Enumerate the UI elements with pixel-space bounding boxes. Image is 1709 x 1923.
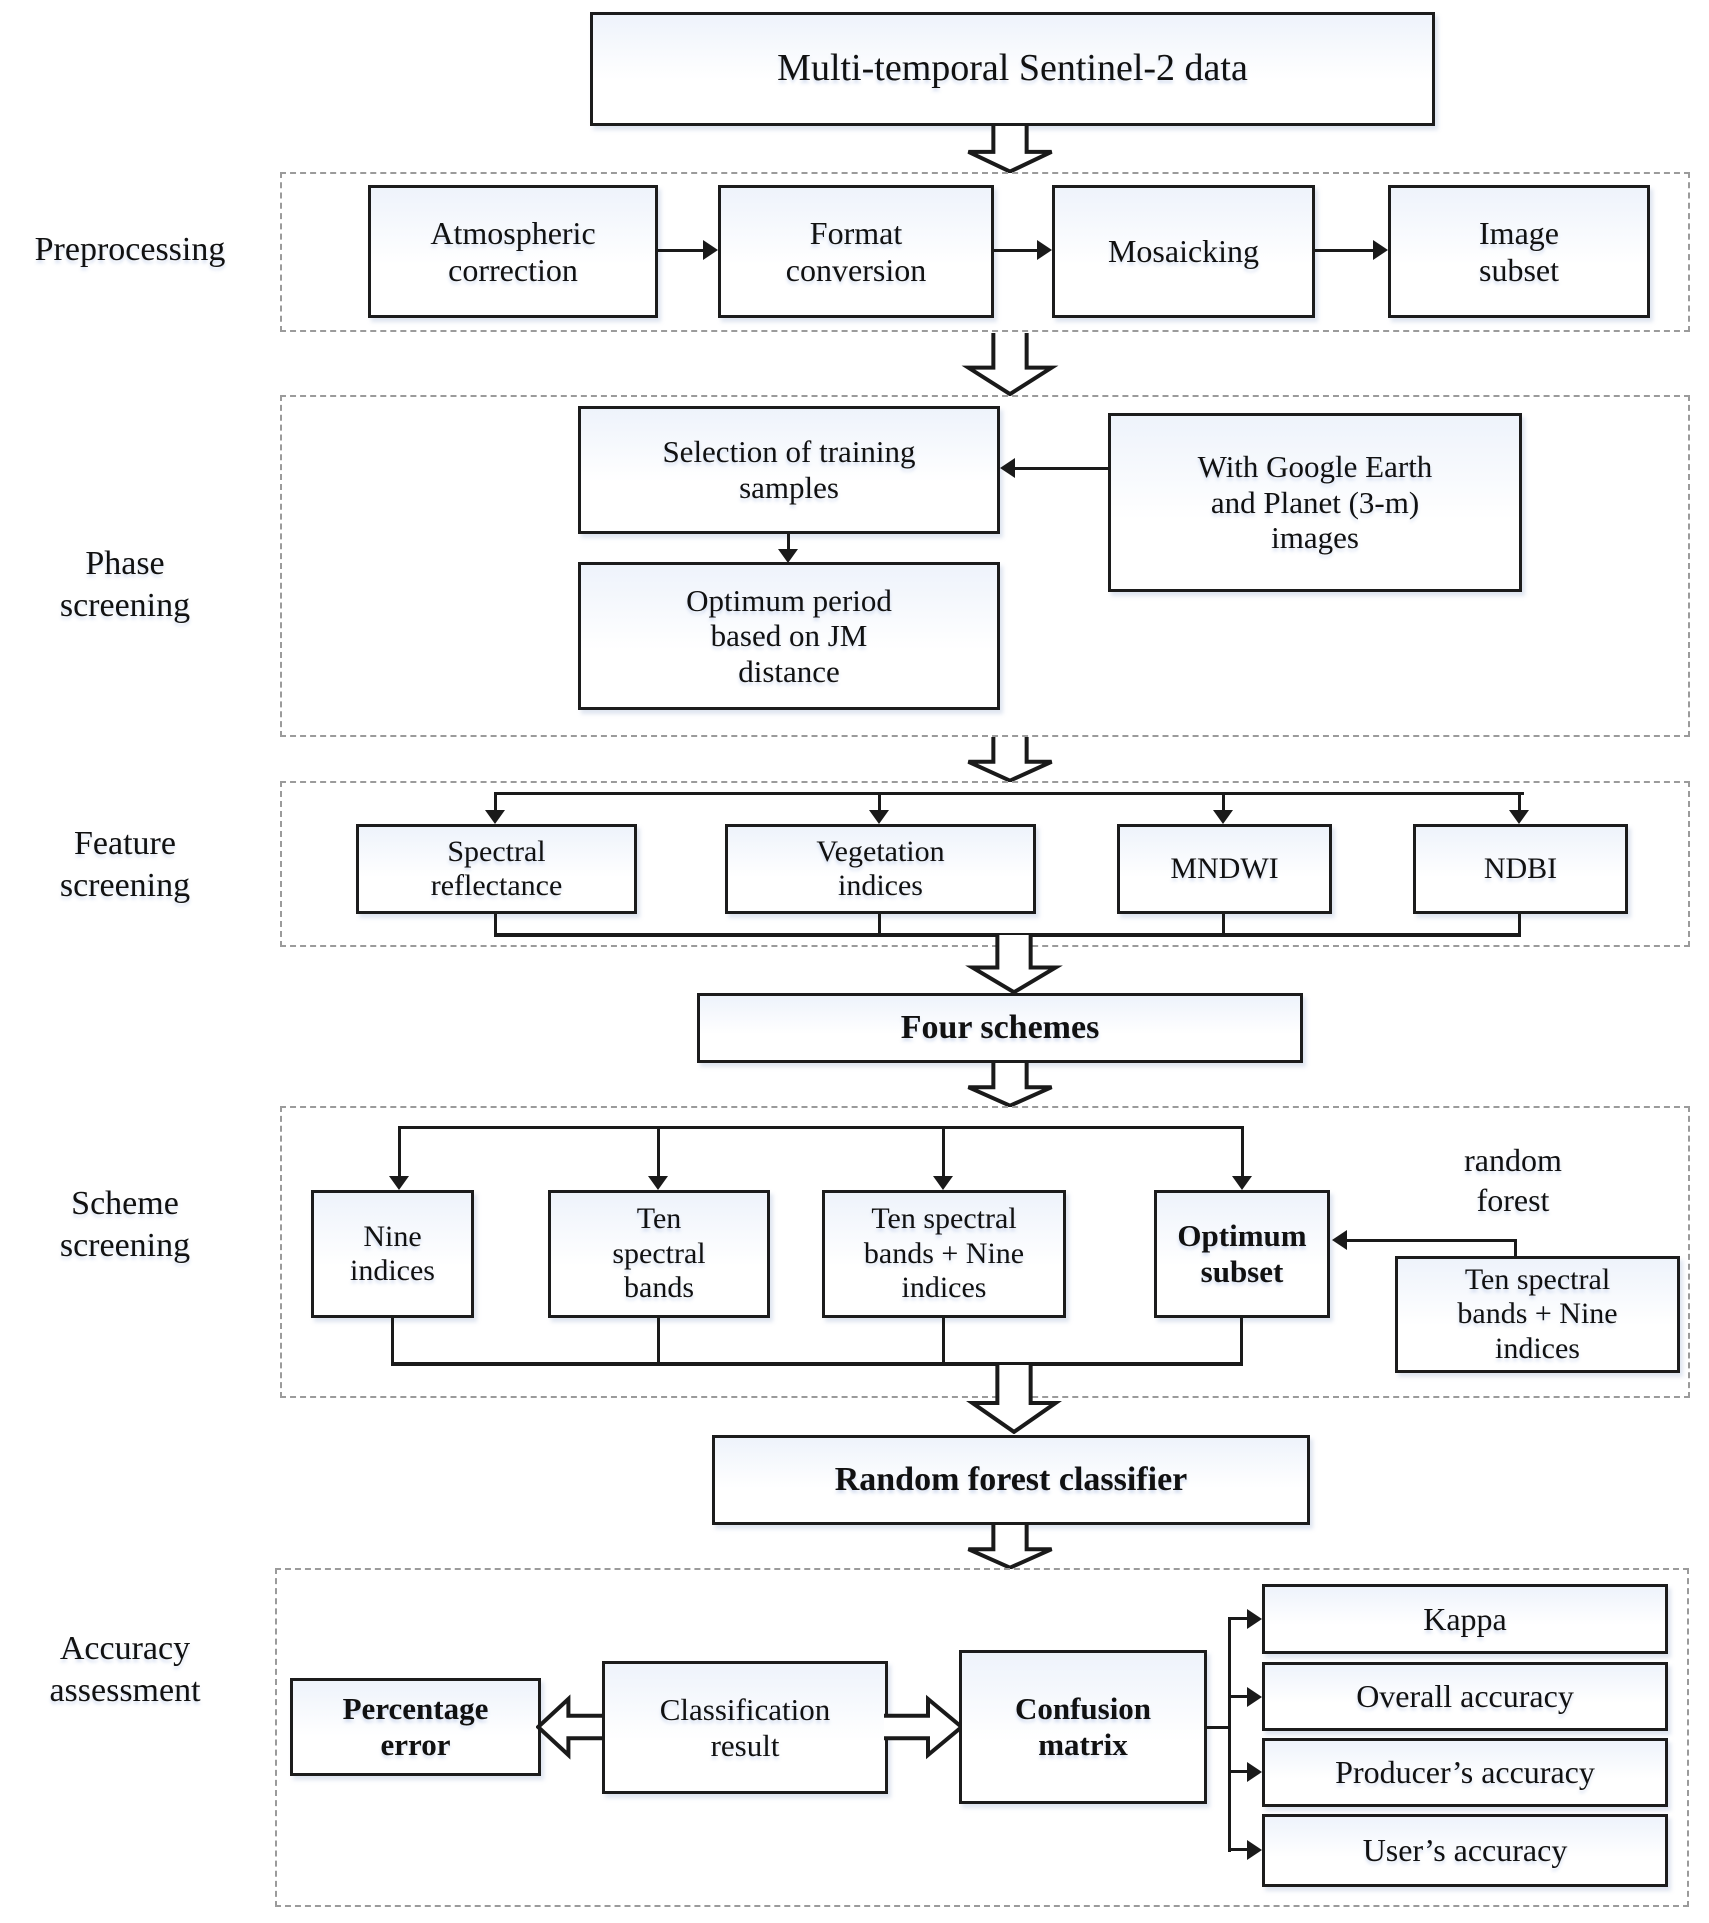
arrow-down-icon	[933, 1176, 953, 1190]
connector-line	[1228, 1770, 1250, 1773]
arrow-right-icon	[1037, 240, 1052, 260]
arrow-down-icon	[389, 1176, 409, 1190]
node-optimum-subset: Optimum subset	[1154, 1190, 1330, 1318]
connector-line	[657, 1126, 660, 1178]
flow-arrow-down-icon	[958, 333, 1062, 396]
flow-arrow-down-icon	[958, 1063, 1062, 1107]
connector-line	[391, 1362, 1243, 1366]
connector-line	[391, 1318, 394, 1366]
hollow-arrow-left-icon	[536, 1692, 608, 1762]
node-label: Multi-temporal Sentinel-2 data	[777, 47, 1248, 90]
connector-line	[398, 1126, 1244, 1129]
connector-line	[1240, 1318, 1243, 1366]
connector-line	[494, 914, 497, 936]
connector-line	[1228, 1848, 1250, 1851]
connector-line	[1228, 1695, 1250, 1698]
node-percentage-error: Percentage error	[290, 1678, 541, 1776]
arrow-right-icon	[1247, 1609, 1262, 1629]
connector-line	[1518, 914, 1521, 936]
arrow-down-icon	[1232, 1176, 1252, 1190]
node-mosaicking: Mosaicking	[1052, 185, 1315, 318]
connector-line	[658, 249, 706, 252]
connector-line	[942, 1126, 945, 1178]
node-vegetation-indices: Vegetation indices	[725, 824, 1036, 914]
random-forest-note: random forest	[1464, 1142, 1562, 1218]
connector-line	[1241, 1126, 1244, 1178]
node-producers-accuracy: Producer’s accuracy	[1262, 1738, 1668, 1807]
arrow-right-icon	[1373, 240, 1388, 260]
flow-arrow-down-icon	[962, 935, 1066, 994]
flow-arrow-down-icon	[962, 1365, 1066, 1434]
node-classification-result: Classification result	[602, 1661, 888, 1794]
connector-line	[1518, 792, 1521, 813]
node-confusion-matrix: Confusion matrix	[959, 1650, 1207, 1804]
node-google-earth-planet: With Google Earth and Planet (3-m) image…	[1108, 413, 1522, 592]
arrow-left-icon	[1000, 458, 1015, 478]
node-ten-spectral-bands: Ten spectral bands	[548, 1190, 770, 1318]
arrow-right-icon	[1247, 1840, 1262, 1860]
arrow-down-icon	[485, 810, 505, 824]
accuracy-assessment-section	[275, 1568, 1689, 1907]
connector-line	[1013, 467, 1108, 470]
connector-line	[878, 792, 881, 813]
section-label-phase-screening: Phase screening	[59, 544, 191, 625]
hollow-arrow-right-icon	[884, 1692, 964, 1762]
connector-line	[878, 914, 881, 936]
arrow-down-icon	[1509, 810, 1529, 824]
node-format-conversion: Format conversion	[718, 185, 994, 318]
flow-arrow-down-icon	[958, 1525, 1062, 1569]
node-spectral-reflectance: Spectral reflectance	[356, 824, 637, 914]
arrow-down-icon	[1213, 810, 1233, 824]
node-selection-training-samples: Selection of training samples	[578, 406, 1000, 534]
node-ten-bands-nine-indices: Ten spectral bands + Nine indices	[822, 1190, 1066, 1318]
node-overall-accuracy: Overall accuracy	[1262, 1662, 1668, 1731]
node-multitemporal-sentinel2: Multi-temporal Sentinel-2 data	[590, 12, 1435, 126]
arrow-down-icon	[869, 810, 889, 824]
node-mndwi: MNDWI	[1117, 824, 1332, 914]
connector-line	[494, 792, 1524, 795]
connector-line	[1315, 249, 1375, 252]
connector-line	[942, 1318, 945, 1366]
node-image-subset: Image subset	[1388, 185, 1650, 318]
node-users-accuracy: User’s accuracy	[1262, 1814, 1668, 1887]
feature-screening-section	[280, 781, 1690, 947]
flow-arrow-down-icon	[958, 737, 1062, 782]
connector-line	[1222, 792, 1225, 813]
arrow-down-icon	[778, 549, 798, 563]
arrow-right-icon	[703, 240, 718, 260]
phase-screening-section	[280, 395, 1690, 737]
section-label-accuracy-assessment: Accuracy assessment	[49, 1629, 201, 1710]
arrow-right-icon	[1247, 1762, 1262, 1782]
connector-line	[494, 792, 497, 813]
node-ndbi: NDBI	[1413, 824, 1628, 914]
connector-line	[1207, 1726, 1231, 1729]
connector-line	[1346, 1239, 1517, 1242]
scheme-screening-section	[280, 1106, 1690, 1398]
connector-line	[1228, 1617, 1231, 1852]
preprocessing-section	[280, 172, 1690, 332]
node-rf-input-ten-bands-nine-indices: Ten spectral bands + Nine indices	[1395, 1256, 1680, 1373]
node-atmospheric-correction: Atmospheric correction	[368, 185, 658, 318]
connector-line	[994, 249, 1040, 252]
connector-line	[1228, 1617, 1250, 1620]
connector-line	[657, 1318, 660, 1366]
section-label-preprocessing: Preprocessing	[34, 230, 226, 268]
flow-arrow-down-icon	[958, 126, 1062, 173]
node-nine-indices: Nine indices	[311, 1190, 474, 1318]
connector-line	[787, 534, 790, 551]
node-optimum-period-jm: Optimum period based on JM distance	[578, 562, 1000, 710]
connector-line	[1514, 1239, 1517, 1256]
section-label-feature-screening: Feature screening	[59, 824, 191, 905]
connector-line	[1222, 914, 1225, 936]
node-four-schemes: Four schemes	[697, 993, 1303, 1063]
section-label-scheme-screening: Scheme screening	[59, 1184, 191, 1265]
node-kappa: Kappa	[1262, 1584, 1668, 1654]
arrow-left-icon	[1332, 1230, 1347, 1250]
arrow-down-icon	[648, 1176, 668, 1190]
connector-line	[398, 1126, 401, 1178]
arrow-right-icon	[1247, 1687, 1262, 1707]
node-random-forest-classifier: Random forest classifier	[712, 1435, 1310, 1525]
